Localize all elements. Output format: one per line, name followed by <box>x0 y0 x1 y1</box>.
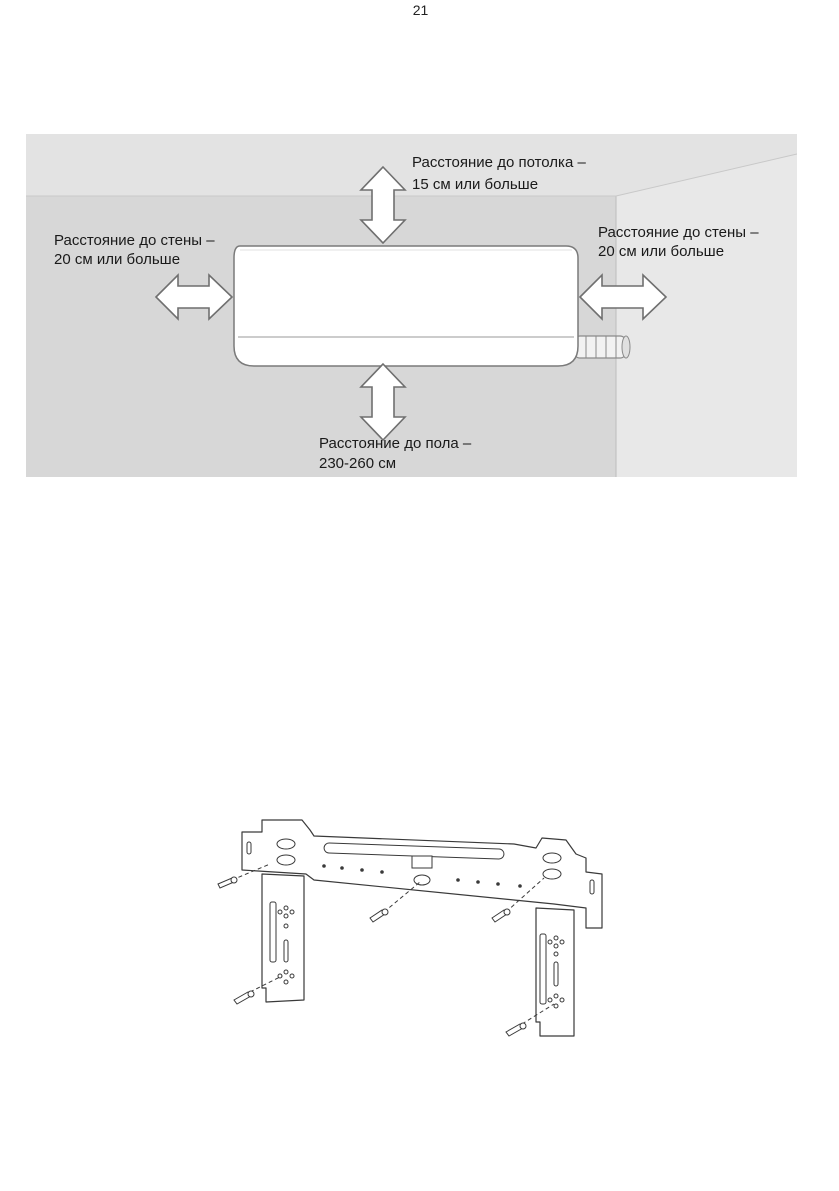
ceiling-label-line2: 15 см или больше <box>412 176 538 193</box>
clearance-diagram: Расстояние до потолка – 15 см или больше… <box>26 134 797 477</box>
left-wall-label-line2: 20 см или больше <box>54 251 180 268</box>
indoor-unit <box>234 246 578 366</box>
floor-label-line2: 230-260 см <box>319 455 396 472</box>
plate-center-window <box>412 856 432 868</box>
plate-edge-slot-left <box>247 842 251 854</box>
plate-right-slot-lower <box>543 869 561 879</box>
plate-left-slot <box>277 839 295 849</box>
left-wall-label-line1: Расстояние до стены – <box>54 232 215 249</box>
right-wall-label-line1: Расстояние до стены – <box>598 224 759 241</box>
mounting-bracket-diagram <box>214 812 624 1047</box>
plate-right-slot <box>543 853 561 863</box>
floor-label-line1: Расстояние до пола – <box>319 435 472 452</box>
mounting-plate-left-leg <box>262 874 304 1002</box>
right-wall-label-line2: 20 см или больше <box>598 243 724 260</box>
plate-left-slot-lower <box>277 855 295 865</box>
plate-center-hole <box>414 875 430 885</box>
refrigerant-pipe <box>574 336 630 358</box>
leg-holes <box>270 902 564 1008</box>
page-number: 21 <box>24 2 817 18</box>
plate-edge-slot-right <box>590 880 594 894</box>
ceiling-label-line1: Расстояние до потолка – <box>412 154 586 171</box>
